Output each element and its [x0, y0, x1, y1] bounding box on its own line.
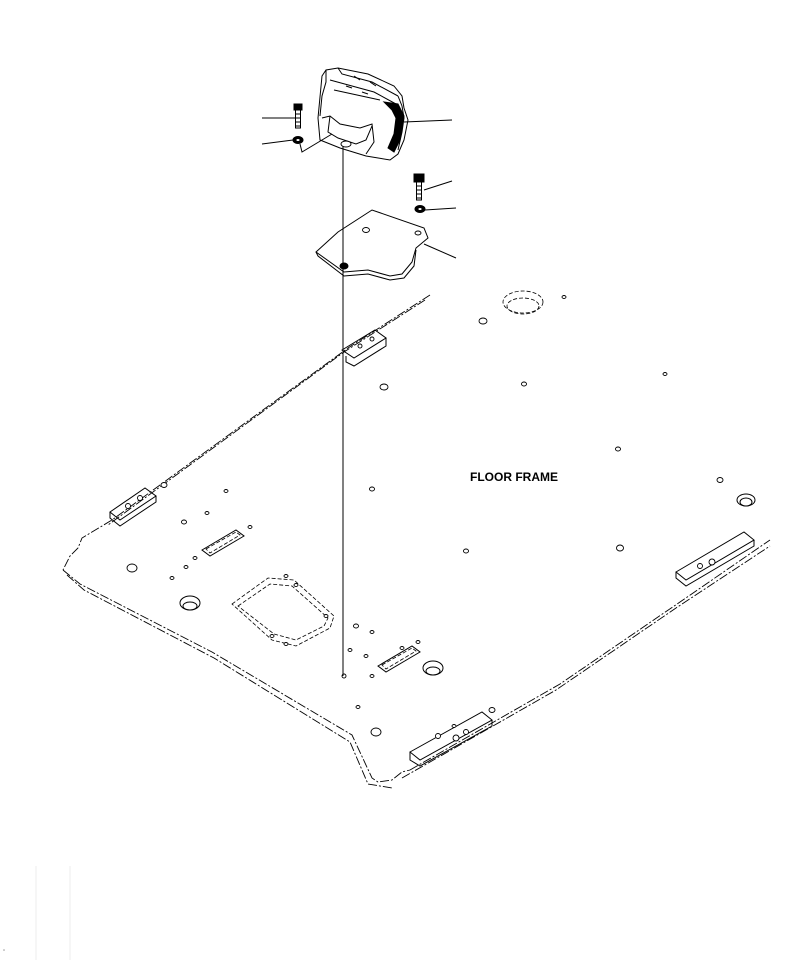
frame-tab-left — [109, 487, 157, 527]
bolt-right — [413, 173, 425, 201]
frame-tab-bottom — [409, 711, 493, 767]
washer-to-cover-line — [299, 133, 333, 153]
frame-slots — [201, 529, 421, 673]
frame-holes — [126, 295, 724, 737]
frame-cutout — [231, 577, 335, 647]
washer-right — [414, 205, 426, 213]
floor-frame-label: FLOOR FRAME — [470, 470, 558, 484]
callout-leaders — [261, 117, 457, 259]
scan-artifacts — [3, 866, 71, 960]
mounting-plate — [315, 209, 429, 281]
washer-left — [292, 136, 304, 144]
frame-tab-right — [675, 531, 755, 587]
bolt-left — [293, 103, 303, 129]
floor-frame — [62, 294, 771, 789]
frame-openings — [179, 290, 756, 676]
cover-housing — [317, 67, 409, 161]
frame-tab-top — [341, 329, 387, 367]
